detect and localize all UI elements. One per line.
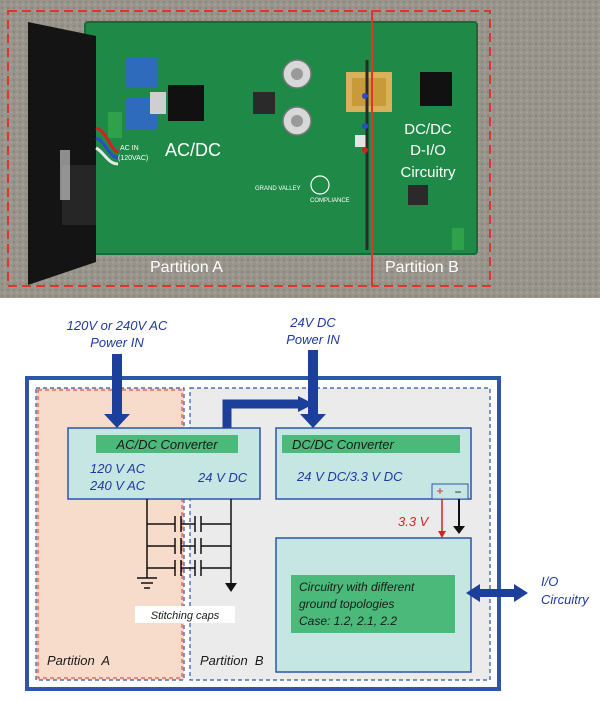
- photo-label-dcdc: DC/DC: [404, 121, 452, 138]
- terminal-block-ac: [108, 112, 122, 138]
- stitching-caps-label: Stitching caps: [151, 610, 220, 622]
- dcdc-subtitle: 24 V DC/3.3 V DC: [296, 469, 403, 484]
- rail-33v-label: 3.3 V: [398, 514, 430, 529]
- photo-label-dio: D-I/O: [410, 142, 446, 159]
- photo-label-acdc: AC/DC: [165, 140, 221, 160]
- pcb-photo: AC IN (120VAC) GRAND VALLEY COMPLIANCE A…: [0, 0, 600, 298]
- photo-label-partition-b: Partition B: [385, 259, 459, 276]
- block-diagram: 120V or 240V AC Power IN 24V DC Power IN…: [25, 315, 590, 691]
- circuitry-line-3: Case: 1.2, 2.1, 2.2: [299, 614, 397, 628]
- ac-input-label-2: Power IN: [90, 335, 144, 350]
- board-text-compliance: COMPLIANCE: [310, 198, 350, 204]
- partition-a-outline: [7, 10, 373, 287]
- photo-label-partition-a: Partition A: [150, 259, 223, 276]
- circuitry-line-1: Circuitry with different: [299, 580, 415, 594]
- terminal-block-io: [452, 228, 464, 250]
- dc-input-label-2: Power IN: [286, 332, 340, 347]
- partition-b-label: Partition B: [200, 653, 264, 668]
- compliance-logo: [310, 175, 330, 195]
- acdc-title: AC/DC Converter: [115, 437, 218, 452]
- ac-input-label-1: 120V or 240V AC: [67, 318, 168, 333]
- io-label-2: Circuitry: [541, 592, 590, 607]
- acdc-input-2: 240 V AC: [89, 478, 146, 493]
- circuitry-label-bg: [291, 575, 455, 633]
- partition-a-label: Partition A: [47, 653, 110, 668]
- io-double-arrow: [466, 584, 528, 602]
- stitching-caps-label-bg: [135, 606, 235, 623]
- board-text-ac-in: AC IN: [120, 145, 139, 152]
- red-wire: [95, 126, 119, 154]
- dc-inlet: [420, 72, 452, 106]
- white-wire: [95, 146, 119, 166]
- blue-relay-2: [125, 98, 157, 130]
- link-24v-path: [222, 399, 300, 428]
- dc-input-arrow-shaft: [308, 350, 318, 416]
- rail-33v-arrowhead: [438, 531, 446, 538]
- board-text-university: GRAND VALLEY: [255, 186, 301, 192]
- stitching-caps-ladder: [137, 499, 237, 592]
- io-label-1: I/O: [541, 574, 558, 589]
- ic-chip: [408, 185, 428, 205]
- partition-b-outline: [371, 10, 491, 287]
- ground-arrowhead-right: [453, 526, 465, 534]
- dc-input-arrowhead: [300, 414, 326, 428]
- black-relay: [168, 85, 204, 121]
- blue-relay-1: [125, 58, 157, 88]
- blue-wire: [95, 136, 119, 160]
- terminal-plus: +: [436, 484, 443, 498]
- circuitry-line-2: ground topologies: [299, 597, 394, 611]
- link-24v-arrowhead-side: [298, 396, 314, 412]
- dcdc-title-bar: [282, 435, 460, 453]
- acdc-output: 24 V DC: [197, 470, 248, 485]
- dcdc-terminal: [431, 483, 469, 500]
- ac-input-arrow-shaft: [112, 354, 122, 416]
- ground-arrowhead-left: [225, 583, 237, 592]
- dcdc-title: DC/DC Converter: [292, 437, 395, 452]
- terminal-minus: −: [454, 485, 461, 499]
- dc-input-label-1: 24V DC: [289, 315, 336, 330]
- acdc-input-1: 120 V AC: [90, 461, 146, 476]
- ac-input-arrowhead: [104, 414, 130, 428]
- photo-label-circuitry: Circuitry: [401, 164, 456, 181]
- acdc-title-bar: [96, 435, 238, 453]
- inductor: [253, 92, 275, 114]
- pcb-board: [85, 22, 477, 254]
- board-text-ac-voltage: (120VAC): [118, 155, 148, 162]
